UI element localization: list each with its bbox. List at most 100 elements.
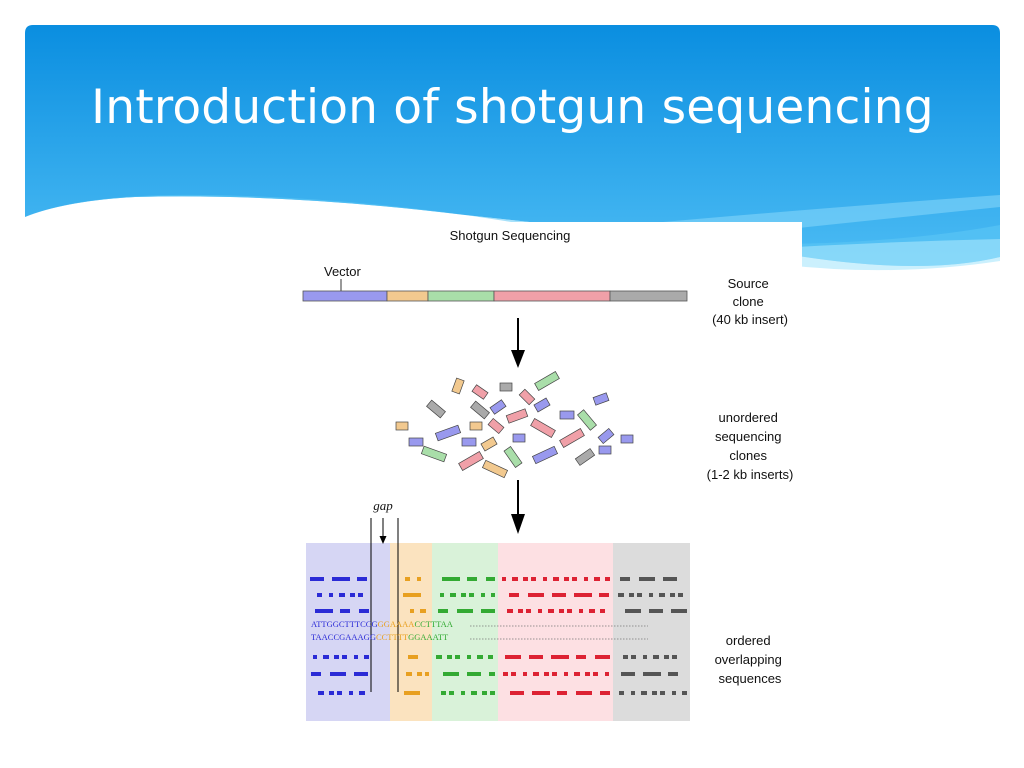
read-segment (354, 672, 368, 676)
gap-label: gap (373, 498, 393, 513)
read-segment (595, 655, 610, 659)
read-segment (339, 593, 345, 597)
read-segment (672, 691, 676, 695)
read-segment (354, 655, 358, 659)
read-segment (440, 593, 444, 597)
read-segment (461, 593, 466, 597)
source-clone-label: Source clone (40 kb insert) (712, 276, 788, 327)
read-segment (641, 691, 647, 695)
read-segment (491, 593, 495, 597)
read-segment (668, 672, 678, 676)
read-segment (318, 691, 324, 695)
read-segment (584, 577, 588, 581)
read-segment (557, 691, 567, 695)
read-segment (323, 655, 329, 659)
sequence-strands: ATTGGCTTTCCGGGAAAACCTTTAA TAACCGAAAGGCCT… (311, 619, 648, 642)
read-segment (490, 691, 495, 695)
read-segment (670, 593, 675, 597)
read-segment (543, 577, 547, 581)
read-segment (593, 672, 598, 676)
read-segment (442, 577, 460, 581)
read-segment (552, 672, 557, 676)
read-segment (507, 609, 513, 613)
read-segment (449, 691, 454, 695)
read-segment (564, 672, 568, 676)
read-segment (505, 655, 521, 659)
read-segment (337, 691, 342, 695)
read-segment (488, 655, 493, 659)
read-segment (599, 593, 609, 597)
read-segment (329, 593, 333, 597)
read-segment (342, 655, 347, 659)
read-segment (618, 593, 624, 597)
ordered-sequences-label: ordered overlapping sequences (715, 633, 786, 686)
read-segment (310, 577, 324, 581)
read-segment (585, 672, 590, 676)
diagram-title: Shotgun Sequencing (450, 228, 571, 243)
read-segment (461, 691, 465, 695)
read-segment (408, 655, 418, 659)
read-segment (482, 691, 487, 695)
read-segment (643, 672, 661, 676)
read-segment (533, 672, 539, 676)
read-segment (420, 609, 426, 613)
sequence-strand-bottom: TAACCGAAAGGCCTTTTGGAAATT (311, 632, 449, 642)
read-segment (510, 691, 524, 695)
read-segment (486, 577, 495, 581)
read-segment (637, 593, 642, 597)
read-segment (553, 577, 559, 581)
read-segment (551, 655, 569, 659)
read-segment (623, 655, 628, 659)
read-segment (625, 609, 641, 613)
read-segment (518, 609, 523, 613)
read-segment (538, 609, 542, 613)
read-segment (559, 609, 564, 613)
read-segment (664, 655, 669, 659)
read-segment (631, 691, 635, 695)
read-segment (315, 609, 333, 613)
read-segment (438, 609, 448, 613)
read-segment (619, 691, 624, 695)
read-segment (340, 609, 350, 613)
read-segment (502, 577, 506, 581)
read-segment (564, 577, 569, 581)
read-segment (532, 691, 550, 695)
unordered-fragments (395, 371, 634, 479)
read-segment (548, 609, 554, 613)
read-segment (313, 655, 317, 659)
read-segment (425, 672, 429, 676)
read-segment (511, 672, 516, 676)
read-segment (643, 655, 647, 659)
down-arrow-1 (511, 318, 525, 368)
read-segment (417, 577, 421, 581)
read-segment (574, 593, 592, 597)
read-segment (660, 691, 665, 695)
gap-marker (370, 518, 399, 692)
read-segment (329, 691, 334, 695)
read-segment (350, 593, 355, 597)
read-segment (631, 655, 636, 659)
read-segment (621, 672, 635, 676)
ordered-reads (310, 577, 687, 695)
read-segment (523, 577, 528, 581)
read-segment (447, 655, 452, 659)
read-segment (364, 655, 369, 659)
read-segment (605, 672, 609, 676)
read-segment (529, 655, 543, 659)
read-segment (477, 655, 483, 659)
read-segment (528, 593, 544, 597)
read-segment (552, 593, 566, 597)
read-segment (594, 577, 600, 581)
read-segment (572, 577, 577, 581)
read-segment (455, 655, 460, 659)
read-segment (629, 593, 634, 597)
read-segment (441, 691, 446, 695)
read-segment (509, 593, 519, 597)
read-segment (417, 672, 422, 676)
down-arrow-2 (511, 480, 525, 534)
read-segment (503, 672, 508, 676)
read-segment (311, 672, 321, 676)
read-segment (467, 577, 477, 581)
read-segment (359, 609, 369, 613)
